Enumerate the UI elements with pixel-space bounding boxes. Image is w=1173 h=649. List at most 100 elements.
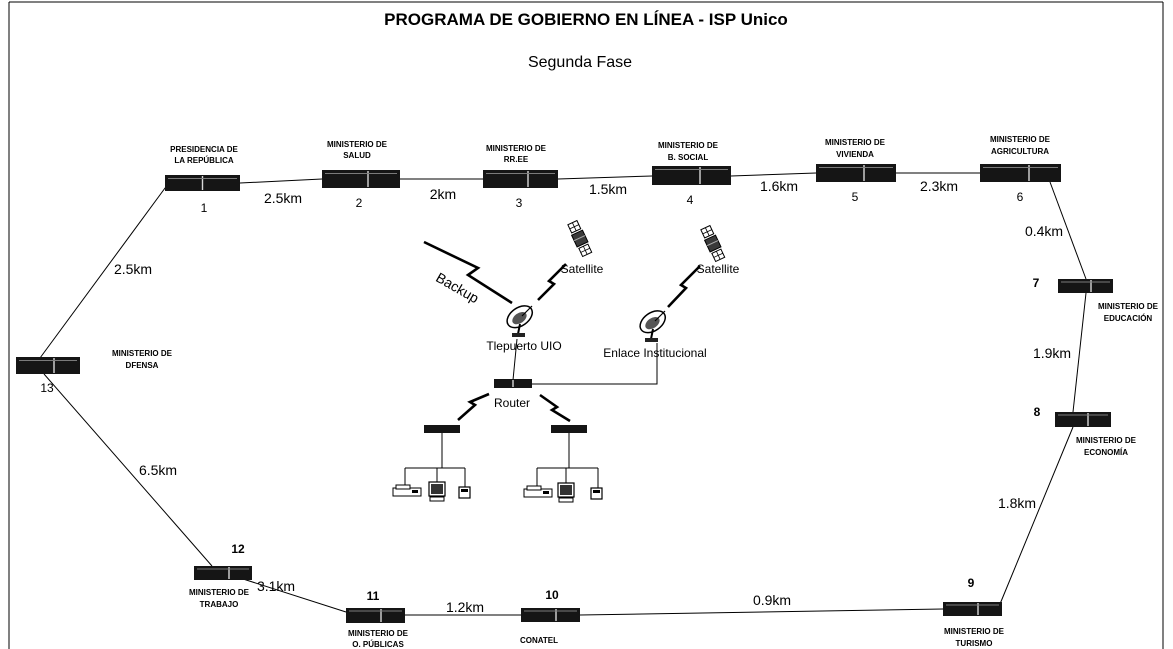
backup-wireless-link-icon — [423, 240, 513, 305]
right-branch — [523, 425, 603, 503]
node-12-number: 12 — [231, 542, 245, 556]
node-11-number: 11 — [367, 589, 380, 603]
left-branch-device — [424, 425, 460, 433]
wireless-link-icon — [667, 265, 701, 308]
node-11-name-line-2: O. PÚBLICAS — [352, 640, 404, 649]
dish-2-label: Enlace Institucional — [603, 346, 706, 360]
router-label: Router — [494, 396, 530, 410]
distance-4-5: 1.6km — [760, 178, 798, 194]
satellite-2-label: Satellite — [697, 262, 740, 276]
printer-icon — [523, 485, 553, 498]
distance-7-8: 1.9km — [1033, 345, 1071, 361]
node-4-name-line-1: MINISTERIO DE — [658, 141, 719, 150]
satellite-icon — [567, 219, 593, 258]
link-dish-1-router — [512, 338, 518, 381]
node-3-name-line-2: RR.EE — [504, 155, 529, 164]
node-7-name-line-2: EDUCACIÓN — [1104, 314, 1153, 323]
node-12-name-line-2: TRABAJO — [200, 600, 239, 609]
left-branch — [392, 425, 471, 502]
node-2-name-line-2: SALUD — [343, 151, 371, 160]
distance-8-9: 1.8km — [998, 495, 1036, 511]
distance-5-6: 2.3km — [920, 178, 958, 194]
node-9-number: 9 — [968, 576, 975, 590]
wireless-link-icon — [539, 393, 571, 423]
satellite-dish-icon — [639, 310, 667, 342]
node-9-name-line-1: MINISTERIO DE — [944, 627, 1005, 636]
distance-labels: 2.5km 2.5km 2km 1.5km 1.6km 2.3km 0.4km … — [114, 178, 1071, 615]
link-1-2 — [239, 178, 323, 184]
link-4-5 — [730, 172, 817, 177]
node-9-device — [943, 602, 1002, 616]
node-8-name-line-2: ECONOMÍA — [1084, 448, 1128, 457]
node-7-device — [1058, 279, 1113, 293]
distance-2-3: 2km — [430, 186, 456, 202]
node-4-number: 4 — [687, 193, 694, 207]
node-6-name-line-1: MINISTERIO DE — [990, 135, 1051, 144]
node-3-number: 3 — [516, 196, 523, 210]
node-2-device — [322, 170, 400, 188]
frame — [8, 1, 1164, 649]
monitor-icon — [557, 482, 575, 503]
computer-tower-icon — [458, 486, 471, 499]
distance-3-4: 1.5km — [589, 181, 627, 197]
right-branch-device — [551, 425, 587, 433]
node-10-device — [521, 608, 580, 622]
node-3-device — [483, 170, 558, 188]
node-5-name-line-1: MINISTERIO DE — [825, 138, 886, 147]
distance-13-1: 2.5km — [114, 261, 152, 277]
dish-1-label: Tlepuerto UIO — [486, 339, 561, 353]
link-9-10 — [579, 608, 944, 616]
node-13-number: 13 — [40, 381, 54, 395]
node-5-device — [816, 164, 896, 182]
node-4-name-line-2: B. SOCIAL — [668, 153, 709, 162]
node-1-number: 1 — [201, 201, 208, 215]
node-13-name-line-2: DFENSA — [126, 361, 159, 370]
printer-icon — [392, 484, 422, 497]
node-10-name-line-1: CONATEL — [520, 636, 558, 645]
node-6-number: 6 — [1017, 190, 1024, 204]
node-4-device — [652, 166, 731, 185]
node-labels: PRESIDENCIA DE LA REPÚBLICA 1 MINISTERIO… — [40, 135, 1158, 649]
node-6-device — [980, 164, 1061, 182]
diagram-subtitle: Segunda Fase — [528, 54, 632, 71]
backup-label: Backup — [433, 269, 482, 306]
node-7-name-line-1: MINISTERIO DE — [1098, 302, 1159, 311]
link-6-7 — [1049, 181, 1087, 280]
node-5-name-line-2: VIVIENDA — [836, 150, 874, 159]
ring-links — [39, 172, 1087, 616]
distance-6-7: 0.4km — [1025, 223, 1063, 239]
node-11-device — [346, 608, 405, 623]
node-13-name-line-1: MINISTERIO DE — [112, 349, 173, 358]
node-1-device — [165, 175, 240, 191]
link-11-12 — [239, 577, 347, 613]
router-device — [494, 379, 532, 388]
computer-tower-icon — [590, 487, 603, 500]
distance-11-12: 3.1km — [257, 578, 295, 594]
node-8-name-line-1: MINISTERIO DE — [1076, 436, 1137, 445]
node-8-number: 8 — [1034, 405, 1041, 419]
node-9-name-line-2: TURISMO — [956, 639, 993, 648]
satellite-dish-icon — [506, 305, 534, 337]
node-12-device — [194, 566, 252, 580]
diagram-title: PROGRAMA DE GOBIERNO EN LÍNEA - ISP Unic… — [384, 10, 788, 29]
node-2-number: 2 — [356, 196, 363, 210]
node-2-name-line-1: MINISTERIO DE — [327, 140, 388, 149]
wireless-link-icon — [537, 263, 567, 301]
link-router-dish-2 — [532, 343, 658, 385]
satellite-icon — [700, 224, 726, 263]
link-3-4 — [557, 175, 653, 180]
central-cluster: Satellite Satellite Backup Tlepue — [392, 219, 740, 503]
satellite-1-label: Satellite — [561, 262, 604, 276]
link-12-13 — [43, 373, 213, 567]
node-8-device — [1055, 412, 1111, 427]
wireless-link-icon — [457, 392, 490, 421]
link-8-9 — [999, 426, 1074, 605]
distance-1-2: 2.5km — [264, 190, 302, 206]
node-1-name-line-2: LA REPÚBLICA — [174, 156, 233, 165]
node-6-name-line-2: AGRICULTURA — [991, 147, 1049, 156]
distance-9-10: 0.9km — [753, 592, 791, 608]
node-7-number: 7 — [1033, 276, 1040, 290]
distance-10-11: 1.2km — [446, 599, 484, 615]
node-3-name-line-1: MINISTERIO DE — [486, 144, 547, 153]
